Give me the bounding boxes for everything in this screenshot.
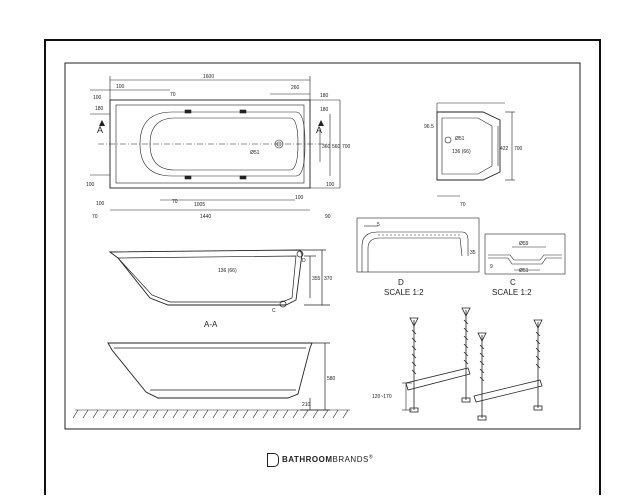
- detail-c-letter: C: [510, 278, 516, 287]
- leg-set-left: [405, 307, 471, 413]
- end-dim-70: 70: [460, 202, 466, 208]
- top-dim-3: 70: [170, 92, 176, 98]
- brand-name-bold: BATHROOM: [281, 455, 333, 465]
- top-dim-14: 70: [172, 199, 178, 205]
- side-leg-dim: 210: [302, 402, 311, 408]
- top-dim-16: 100: [326, 182, 335, 188]
- detail-c-scale: SCALE 1:2: [492, 288, 532, 297]
- top-dim-8: 100: [86, 182, 95, 188]
- top-view: [90, 76, 341, 211]
- brand-name-rest: BRANDS: [332, 455, 369, 465]
- top-dim-5: 180: [320, 107, 329, 113]
- leg-adjust-dim-lines: [402, 382, 412, 411]
- top-dim-6: 180: [95, 106, 104, 112]
- section-caption: A-A: [204, 320, 218, 329]
- right-dim-700: 700: [342, 144, 351, 150]
- end-drain-dia: Ø51: [455, 136, 465, 142]
- detail-d-edge: 5: [377, 222, 380, 228]
- overall-length-dim: 1600: [203, 74, 214, 80]
- section-a-a: [108, 249, 330, 308]
- section-arrow-left: [99, 120, 105, 126]
- top-dim-2: 100: [93, 95, 102, 101]
- leg-set-right: [473, 319, 543, 421]
- section-marker-c: C: [272, 308, 276, 314]
- detail-c-small-dim: 9: [490, 264, 493, 270]
- end-view: [436, 102, 515, 197]
- top-dim-15: 100: [295, 195, 304, 201]
- floor-hatch: [72, 409, 350, 419]
- section-outer-depth: 370: [324, 276, 333, 282]
- detail-c-bottom-dia: Ø51: [519, 268, 529, 274]
- section-arrow-right: [318, 120, 324, 126]
- drain-dia-label: Ø51: [250, 150, 260, 156]
- outer-frame: [44, 39, 601, 500]
- detail-c: [484, 233, 566, 275]
- top-dim-13: 90: [325, 214, 331, 220]
- inner-frame: [64, 62, 581, 430]
- inner-length-dim: 1440: [200, 214, 211, 220]
- top-dim-9: 100: [96, 201, 105, 207]
- end-dim-422: 422: [500, 146, 509, 152]
- right-dim-560: 560: [332, 144, 341, 150]
- brand-registered-mark: ®: [368, 454, 374, 461]
- end-dim-96: 96.5: [424, 124, 434, 130]
- end-dim-700: 700: [514, 146, 523, 152]
- detail-d: [356, 217, 480, 273]
- section-inner-depth: 355: [312, 276, 321, 282]
- right-dim-360: 360: [322, 144, 331, 150]
- section-marker-d: D: [302, 258, 306, 264]
- section-marker-right: A: [316, 125, 322, 135]
- top-dim-1: 100: [116, 84, 125, 90]
- top-dim-7: 180: [320, 93, 329, 99]
- section-depth-label: 136 (66): [218, 268, 237, 274]
- leg-adjust-range: 120~170: [372, 394, 392, 400]
- center-length-dim: 1005: [194, 202, 205, 208]
- top-dim-12: 70: [92, 214, 98, 220]
- brand-logo-icon: [266, 453, 279, 467]
- detail-d-letter: D: [398, 278, 404, 287]
- section-marker-left: A: [97, 125, 103, 135]
- top-dim-4: 260: [291, 85, 300, 91]
- side-height-dim: 580: [327, 376, 336, 382]
- brand-footer: BATHROOMBRANDS®: [0, 453, 640, 467]
- detail-c-top-dia: Ø59: [519, 241, 529, 247]
- end-depth-label: 136 (66): [452, 149, 471, 155]
- side-view: [107, 342, 330, 411]
- detail-d-scale: SCALE 1:2: [384, 288, 424, 297]
- detail-d-height: 35: [470, 250, 476, 256]
